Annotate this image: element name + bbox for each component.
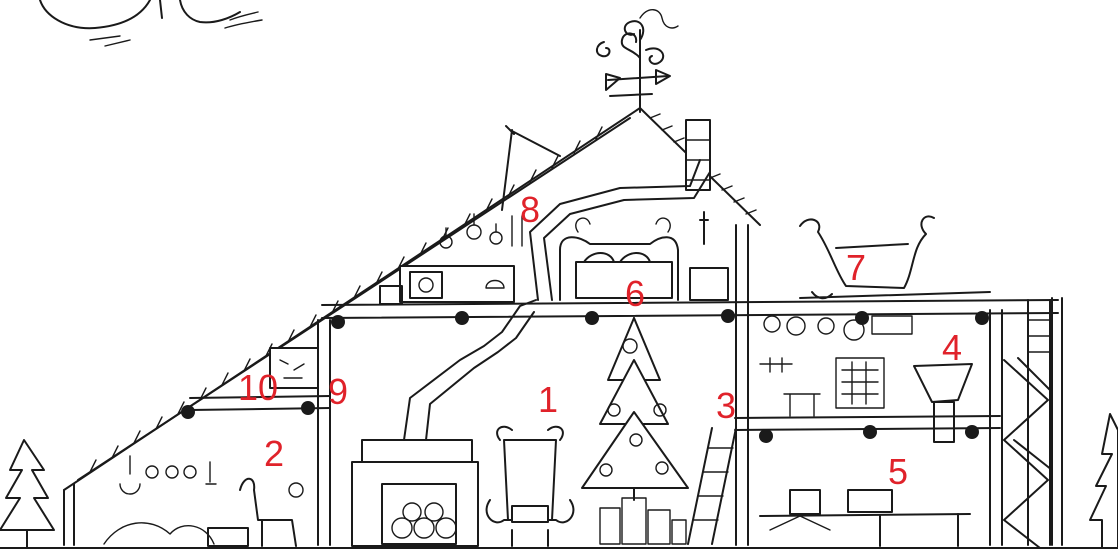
attic-kitchen — [380, 214, 522, 304]
room-number-2: 2 — [264, 436, 284, 472]
christmas-tree — [582, 318, 688, 544]
room-number-5: 5 — [888, 454, 908, 490]
first-floor-beam-right — [735, 416, 1000, 443]
room-number-1: 1 — [538, 382, 558, 418]
tree-left — [0, 440, 54, 548]
weather-vane — [597, 10, 678, 112]
storage-room — [760, 490, 970, 546]
room-number-4: 4 — [942, 330, 962, 366]
outside-stairs — [1004, 300, 1052, 548]
room-number-8: 8 — [520, 192, 540, 228]
room-number-10: 10 — [238, 370, 278, 406]
bedroom-bed — [560, 218, 678, 300]
posts — [64, 225, 1062, 545]
attic-floor — [322, 300, 1058, 329]
room-number-7: 7 — [846, 250, 866, 286]
room-number-9: 9 — [328, 374, 348, 410]
sleigh — [800, 216, 990, 298]
room-number-6: 6 — [625, 276, 645, 312]
tree-right — [1090, 414, 1118, 548]
corner-sketch — [40, 0, 262, 46]
armchair — [487, 427, 574, 546]
room-number-3: 3 — [716, 388, 736, 424]
ladder — [688, 428, 736, 544]
toy-room — [760, 316, 972, 442]
bedside-table — [690, 212, 728, 300]
